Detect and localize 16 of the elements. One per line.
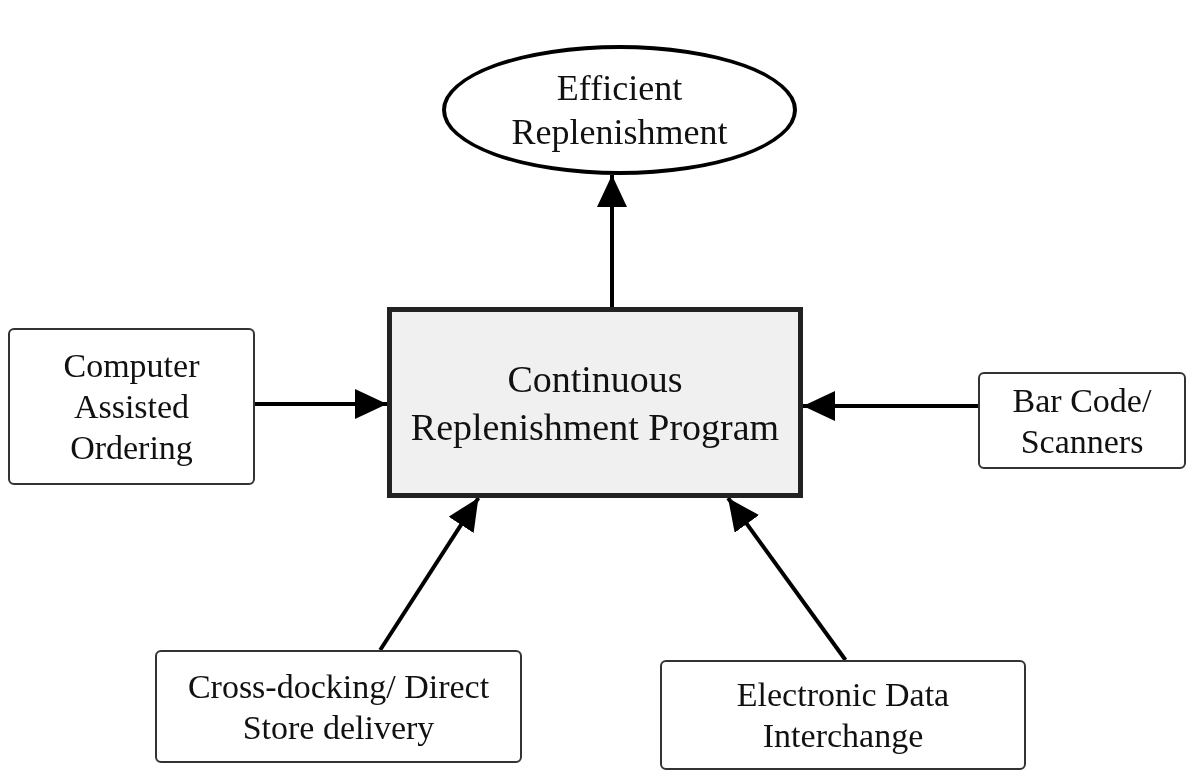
process-box bbox=[978, 372, 1186, 469]
node-label: Continuous Replenishment Program bbox=[409, 356, 781, 450]
arrow bbox=[597, 174, 627, 307]
arrow bbox=[803, 391, 978, 421]
arrow bbox=[378, 496, 481, 652]
process-box bbox=[155, 650, 522, 763]
central-process-box bbox=[387, 307, 803, 498]
node-label: Electronic Data Interchange bbox=[735, 675, 951, 756]
node-label: Computer Assisted Ordering bbox=[62, 346, 201, 468]
process-box bbox=[660, 660, 1026, 770]
arrow bbox=[726, 496, 848, 662]
node-label: Efficient Replenishment bbox=[510, 67, 729, 154]
node-label: Bar Code/ Scanners bbox=[1011, 380, 1153, 462]
node-label: Cross-docking/ Direct Store delivery bbox=[186, 666, 491, 748]
arrow bbox=[255, 389, 387, 419]
process-box bbox=[8, 328, 255, 485]
